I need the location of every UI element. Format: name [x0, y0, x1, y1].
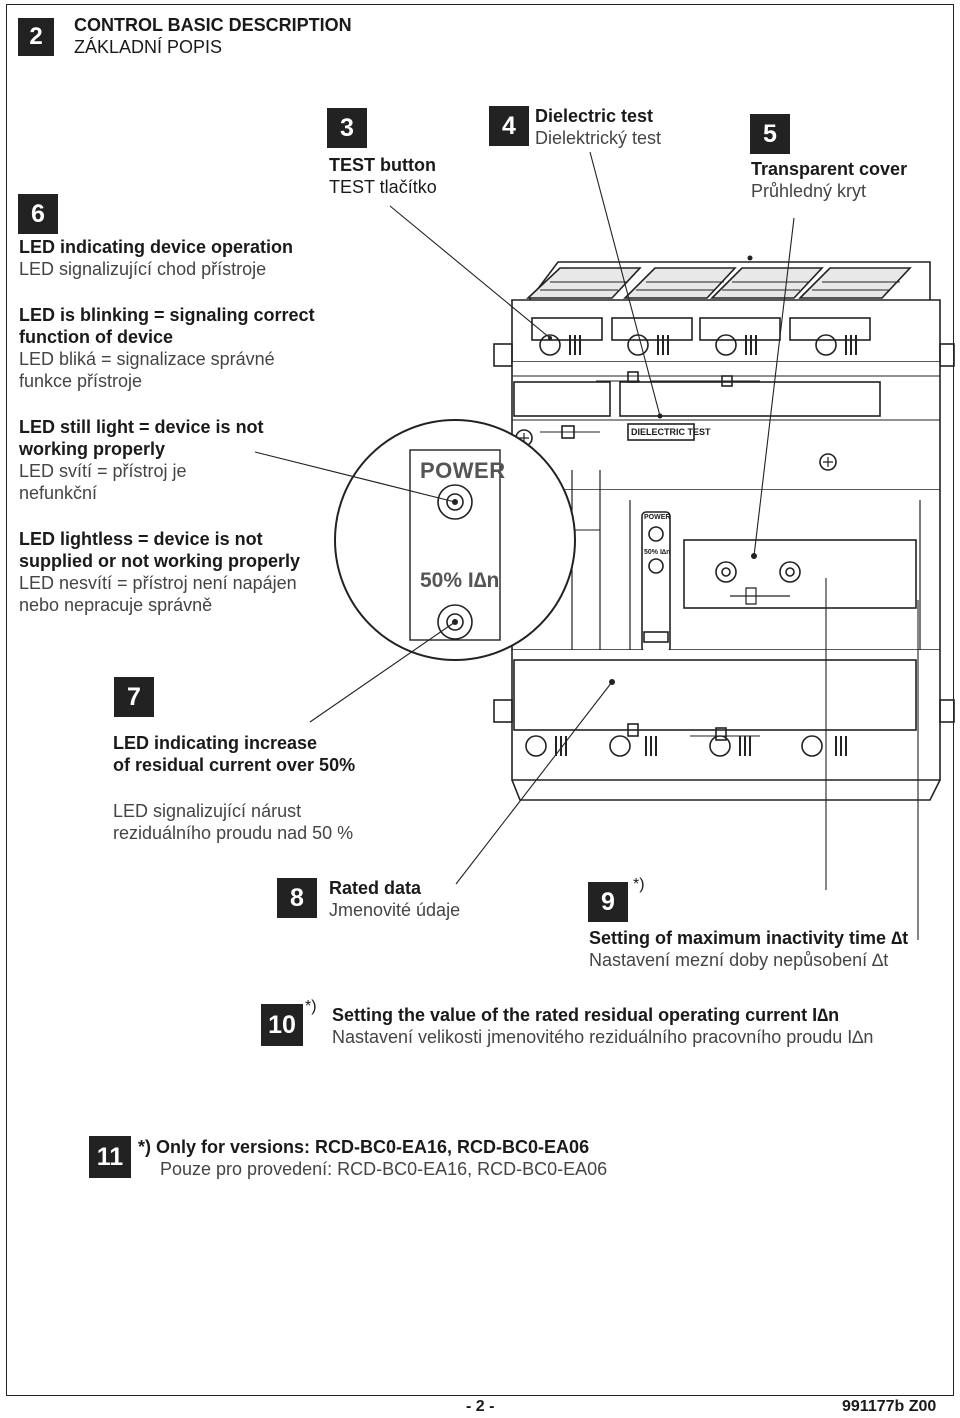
callout-6-badge: 6 [18, 194, 58, 234]
callout-9-badge: 9 [588, 882, 628, 922]
zoom-50-label: 50% I∆n [420, 569, 500, 592]
section-title: CONTROL BASIC DESCRIPTION ZÁKLADNÍ POPIS [74, 15, 352, 57]
callout-8-badge: 8 [277, 878, 317, 918]
section-number-badge: 2 [18, 18, 54, 56]
callout-11-badge: 11 [89, 1136, 131, 1178]
callout-10-badge: 10 [261, 1004, 303, 1046]
callout-10-text: Setting the value of the rated residual … [332, 1005, 874, 1047]
panel-power-label: POWER [644, 514, 671, 521]
document-code: 991177b Z00 [842, 1398, 937, 1415]
callout-7-badge: 7 [114, 677, 154, 717]
callout-4-badge: 4 [489, 106, 529, 146]
callout-11-cz: Pouze pro provedení: RCD-BC0-EA16, RCD-B… [160, 1159, 608, 1179]
zoom-power-label: POWER [420, 458, 506, 483]
panel-50-label: 50% I∆n [644, 549, 671, 556]
page-number: - 2 - [466, 1398, 495, 1415]
callout-11-en: *) Only for versions: RCD-BC0-EA16, RCD-… [138, 1137, 590, 1157]
callout-5-badge: 5 [750, 114, 790, 154]
dielectric-test-label: DIELECTRIC TEST [631, 427, 711, 437]
callout-10-star: *) [305, 998, 317, 1015]
callout-3-badge: 3 [327, 108, 367, 148]
callout-9-star: *) [633, 876, 645, 893]
